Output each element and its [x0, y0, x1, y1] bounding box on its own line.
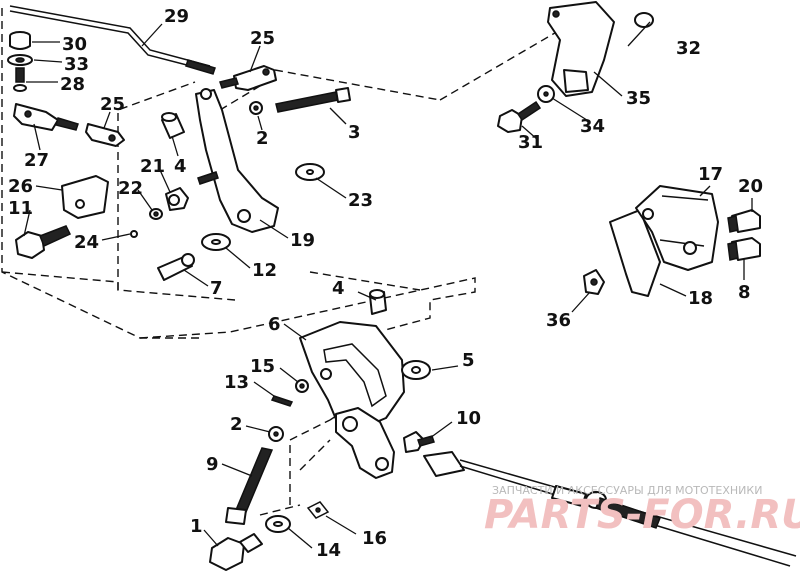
- cable-rod: [423, 451, 797, 567]
- label-36: 36: [546, 310, 571, 331]
- bracket-17-18: [609, 185, 719, 297]
- label-31: 31: [518, 132, 543, 153]
- label-30: 30: [62, 34, 87, 55]
- label-15: 15: [250, 356, 275, 377]
- label-24: 24: [74, 232, 99, 253]
- watermark-brand: PARTS-FOR.RU: [484, 492, 800, 538]
- pin-7: [157, 253, 195, 281]
- label-17: 17: [698, 164, 723, 185]
- fitting-36: [583, 269, 605, 295]
- washer-2-upper: [249, 101, 263, 115]
- label-21: 21: [140, 156, 165, 177]
- bolt-31: [497, 100, 542, 133]
- lower-lever: [335, 407, 395, 479]
- label-26: 26: [8, 176, 33, 197]
- washer-34: [537, 85, 555, 103]
- label-2-lower: 2: [230, 414, 243, 435]
- label-19: 19: [290, 230, 315, 251]
- washer-12: [201, 233, 231, 251]
- bolt-1: [209, 533, 263, 571]
- label-7: 7: [210, 278, 223, 299]
- label-6: 6: [268, 314, 281, 335]
- label-1: 1: [190, 516, 203, 537]
- label-28: 28: [60, 74, 85, 95]
- clip-16: [306, 501, 330, 519]
- part-number-labels: 29 25 30 33 28 25 27 4 2 3 26 11 21 22 2…: [8, 6, 763, 561]
- screw-9: [225, 447, 274, 525]
- label-32: 32: [676, 38, 701, 59]
- small-parts-left: [130, 187, 189, 238]
- label-8: 8: [738, 282, 751, 303]
- label-4-upper: 4: [174, 156, 187, 177]
- label-27: 27: [24, 150, 49, 171]
- label-20: 20: [738, 176, 763, 197]
- cap-stack: [7, 31, 33, 92]
- bracket-26: [61, 175, 109, 219]
- screw-3: [275, 87, 351, 113]
- cam-plate-6: [299, 321, 405, 429]
- washer-2-lower: [268, 426, 284, 442]
- washer-14: [265, 515, 291, 533]
- linkage-rod: [9, 5, 216, 75]
- connector-top: [219, 65, 277, 91]
- ball-joint-left: [13, 103, 79, 131]
- label-35: 35: [626, 88, 651, 109]
- label-12: 12: [252, 260, 277, 281]
- label-3: 3: [348, 122, 361, 143]
- label-2-upper: 2: [256, 128, 269, 149]
- connector-left: [85, 123, 125, 147]
- washer-15: [295, 379, 309, 393]
- label-22: 22: [118, 178, 143, 199]
- label-33: 33: [64, 54, 89, 75]
- watermark: ЗАПЧАСТИ И АКСЕССУАРЫ ДЛЯ МОТОТЕХНИКИ PA…: [484, 484, 800, 538]
- label-25-top: 25: [250, 28, 275, 49]
- washer-23: [295, 163, 325, 181]
- washer-32: [634, 12, 654, 28]
- label-25-left: 25: [100, 94, 125, 115]
- label-14: 14: [316, 540, 341, 561]
- screw-10: [403, 431, 435, 453]
- label-18: 18: [688, 288, 713, 309]
- label-34: 34: [580, 116, 605, 137]
- label-9: 9: [206, 454, 219, 475]
- label-23: 23: [348, 190, 373, 211]
- washer-5: [401, 360, 431, 380]
- leader-lines: [23, 21, 753, 549]
- pin-4-upper: [161, 112, 185, 139]
- screw-8: [727, 237, 761, 261]
- bolt-11: [15, 225, 72, 259]
- label-11: 11: [8, 198, 33, 219]
- label-4-lower: 4: [332, 278, 345, 299]
- label-29: 29: [164, 6, 189, 27]
- label-16: 16: [362, 528, 387, 549]
- label-13: 13: [224, 372, 249, 393]
- assembly-dashed-outlines: [1, 8, 561, 516]
- label-10: 10: [456, 408, 481, 429]
- bracket-35: [547, 1, 615, 97]
- screw-20: [727, 209, 761, 233]
- lever-19: [195, 88, 279, 233]
- pin-4-lower: [369, 289, 387, 315]
- label-5: 5: [462, 350, 475, 371]
- pin-13: [270, 395, 294, 407]
- watermark-tagline: ЗАПЧАСТИ И АКСЕССУАРЫ ДЛЯ МОТОТЕХНИКИ: [492, 484, 762, 497]
